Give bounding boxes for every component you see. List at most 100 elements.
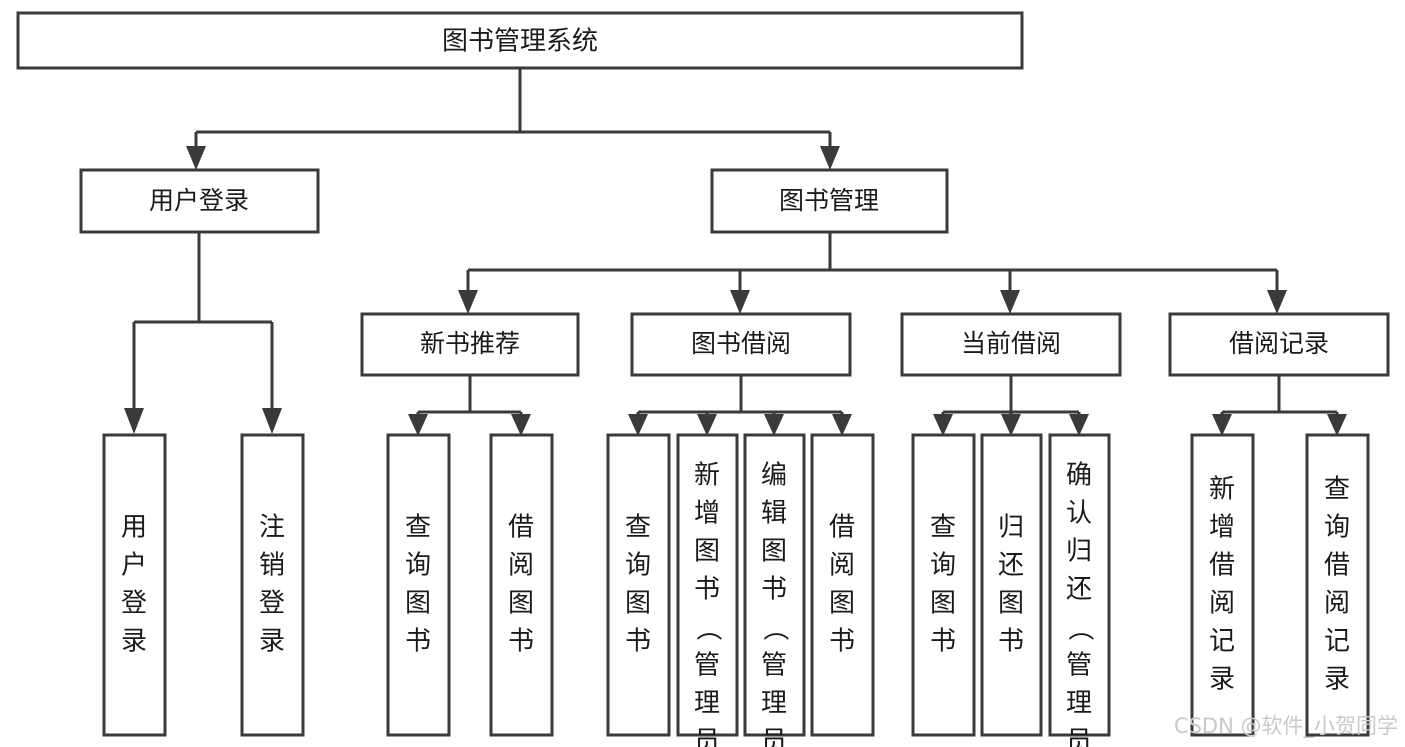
node-borrow-record[interactable]: 借阅记录 <box>1168 312 1390 377</box>
svg-text:查: 查 <box>625 513 651 543</box>
svg-text:借: 借 <box>1324 551 1350 581</box>
arrowhead-leaf-add-record <box>1212 414 1232 436</box>
node-book-manage[interactable]: 图书管理 <box>710 168 949 234</box>
leaf-box-leaf-add-book[interactable] <box>676 433 739 737</box>
svg-text:借: 借 <box>1209 551 1235 581</box>
svg-text:录: 录 <box>121 627 147 657</box>
svg-text:书: 书 <box>998 627 1024 657</box>
svg-text:阅: 阅 <box>1209 589 1235 619</box>
svg-text:记: 记 <box>1209 627 1235 657</box>
arrowhead-current-borrow <box>1000 290 1020 314</box>
leaf-box-leaf-user-logout[interactable] <box>240 433 305 737</box>
leaf-box-leaf-borrow-book-1[interactable] <box>489 433 554 737</box>
svg-text:还: 还 <box>998 551 1024 581</box>
svg-text:增: 增 <box>694 499 720 529</box>
node-user-login-box[interactable] <box>79 168 320 234</box>
node-new-book-recommend[interactable]: 新书推荐 <box>360 312 580 377</box>
leaf-node-leaf-user-login[interactable]: 用户登录 <box>102 433 167 737</box>
node-current-borrow-box[interactable] <box>900 312 1122 377</box>
arrowhead-leaf-query-book-2 <box>628 414 648 436</box>
leaf-box-leaf-add-record[interactable] <box>1190 433 1255 737</box>
svg-text:图: 图 <box>694 537 720 567</box>
arrowhead-user-login <box>186 146 206 170</box>
node-borrow-record-label: 借阅记录 <box>1229 329 1329 358</box>
node-book-manage-label: 图书管理 <box>779 186 879 215</box>
svg-text:询: 询 <box>405 551 431 581</box>
leaf-box-leaf-query-book-2[interactable] <box>606 433 671 737</box>
svg-text:书: 书 <box>405 627 431 657</box>
node-user-login-label: 用户登录 <box>149 186 249 215</box>
node-book-borrow-label: 图书借阅 <box>691 329 791 358</box>
arrowhead-leaf-user-logout <box>262 408 282 434</box>
leaf-box-leaf-edit-book[interactable] <box>743 433 806 737</box>
svg-text:书: 书 <box>694 575 720 605</box>
svg-text:图: 图 <box>930 589 956 619</box>
svg-text:录: 录 <box>1324 665 1350 695</box>
leaf-box-leaf-query-record[interactable] <box>1305 433 1370 737</box>
csdn-watermark: CSDN @软件_小贺同学 <box>1174 714 1398 739</box>
node-current-borrow-label: 当前借阅 <box>961 329 1061 358</box>
node-user-login[interactable]: 用户登录 <box>79 168 320 234</box>
svg-text:书: 书 <box>930 627 956 657</box>
svg-text:还: 还 <box>1066 575 1092 605</box>
svg-text:管: 管 <box>761 651 787 681</box>
svg-text:书: 书 <box>625 627 651 657</box>
svg-text:查: 查 <box>930 513 956 543</box>
arrowhead-leaf-confirm-return <box>1069 414 1089 436</box>
node-book-borrow[interactable]: 图书借阅 <box>630 312 852 377</box>
connector-layer <box>124 68 1347 436</box>
svg-text:增: 增 <box>1209 513 1235 543</box>
leaf-box-leaf-borrow-book-2[interactable] <box>810 433 875 737</box>
node-root[interactable]: 图书管理系统 <box>16 11 1024 70</box>
node-current-borrow[interactable]: 当前借阅 <box>900 312 1122 377</box>
svg-text:图: 图 <box>761 537 787 567</box>
svg-text:书: 书 <box>829 627 855 657</box>
svg-text:新: 新 <box>1209 475 1235 505</box>
leaf-box-leaf-return-book[interactable] <box>980 433 1043 737</box>
svg-text:录: 录 <box>259 627 285 657</box>
node-book-borrow-box[interactable] <box>630 312 852 377</box>
node-root-box[interactable] <box>16 11 1024 70</box>
svg-text:归: 归 <box>1066 537 1092 567</box>
svg-text:阅: 阅 <box>829 551 855 581</box>
svg-text:录: 录 <box>1209 665 1235 695</box>
arrowhead-book-borrow <box>730 290 750 314</box>
leaf-box-leaf-confirm-return[interactable] <box>1048 433 1111 737</box>
svg-text:登: 登 <box>259 589 285 619</box>
svg-text:辑: 辑 <box>761 499 787 529</box>
svg-text:员: 员 <box>761 727 787 747</box>
svg-text:书: 书 <box>761 575 787 605</box>
leaf-box-leaf-user-login[interactable] <box>102 433 167 737</box>
node-book-manage-box[interactable] <box>710 168 949 234</box>
leaf-box-leaf-query-book-1[interactable] <box>386 433 451 737</box>
svg-text:编: 编 <box>761 461 787 491</box>
svg-text:注: 注 <box>259 513 285 543</box>
node-new-book-recommend-box[interactable] <box>360 312 580 377</box>
svg-text:图: 图 <box>625 589 651 619</box>
leaf-box-leaf-query-book-3[interactable] <box>911 433 976 737</box>
svg-text:户: 户 <box>121 551 147 581</box>
node-borrow-record-box[interactable] <box>1168 312 1390 377</box>
svg-text:询: 询 <box>930 551 956 581</box>
